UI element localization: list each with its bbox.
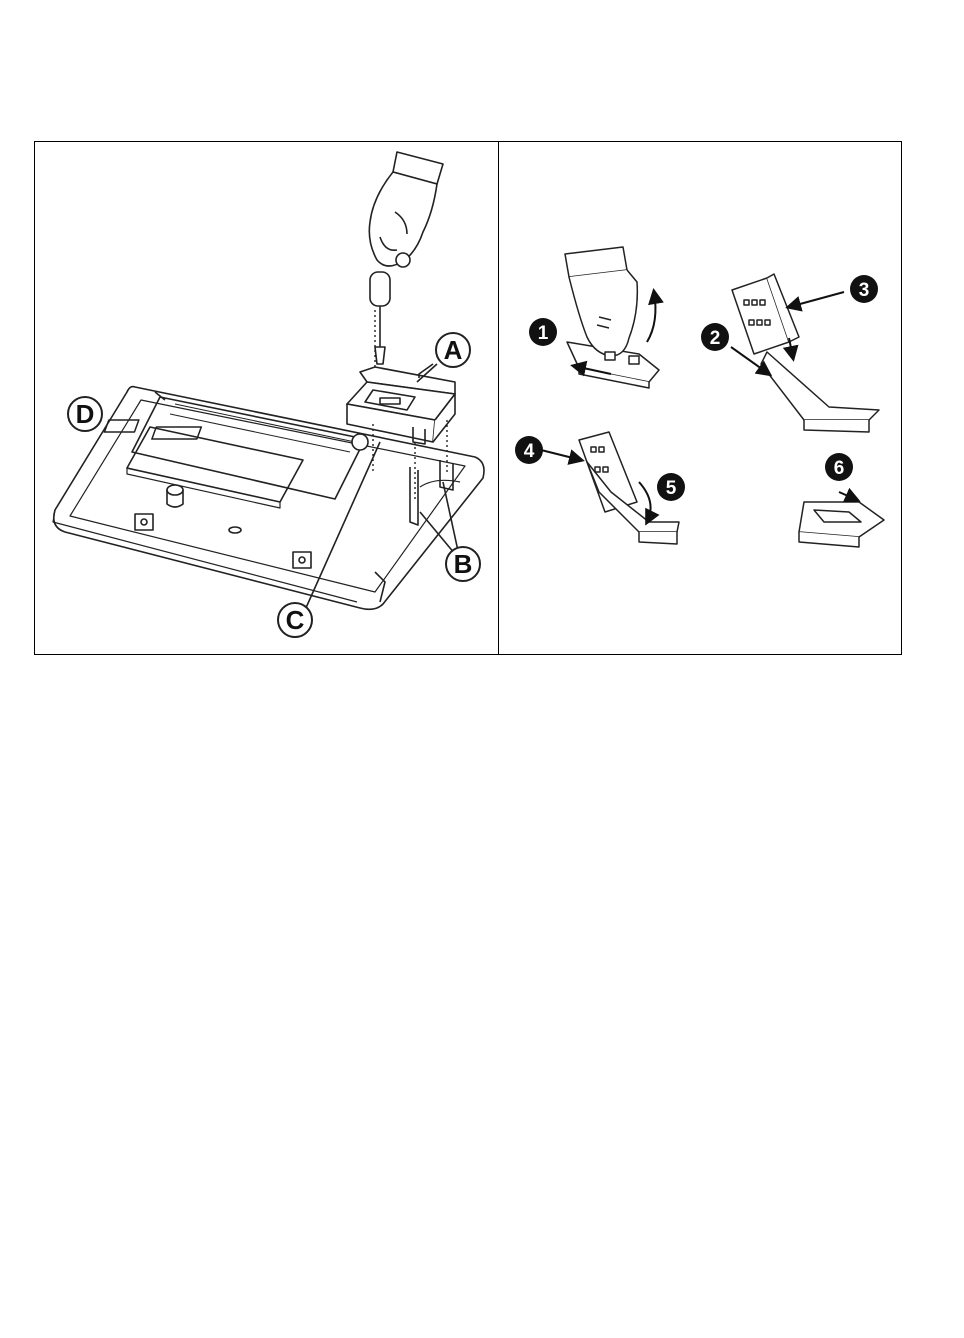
step-badge-4: 4 [515,436,543,464]
svg-text:3: 3 [859,280,870,301]
sim-insertion-illustration: 1 2 3 4 5 6 [499,142,901,654]
step-badge-6: 6 [825,453,853,481]
step-badge-5: 5 [657,473,685,501]
step-badge-2: 2 [701,323,729,351]
svg-text:B: B [454,549,473,579]
callout-c: C [278,603,312,637]
callout-a: A [436,333,470,367]
callout-d: D [68,397,102,431]
screwdriver-hand [369,152,443,364]
svg-text:C: C [286,605,305,635]
svg-text:5: 5 [666,478,677,499]
step-badge-3: 3 [850,275,878,303]
gsm-module [347,367,455,450]
control-panel-illustration: A B C D [35,142,498,654]
svg-text:1: 1 [538,323,549,344]
svg-text:2: 2 [710,328,721,349]
svg-text:4: 4 [524,441,535,462]
step-badge-1: 1 [529,318,557,346]
step6-drawing [799,502,884,547]
svg-text:D: D [76,399,95,429]
callout-b: B [446,547,480,581]
svg-text:A: A [444,335,463,365]
svg-text:6: 6 [834,458,845,479]
